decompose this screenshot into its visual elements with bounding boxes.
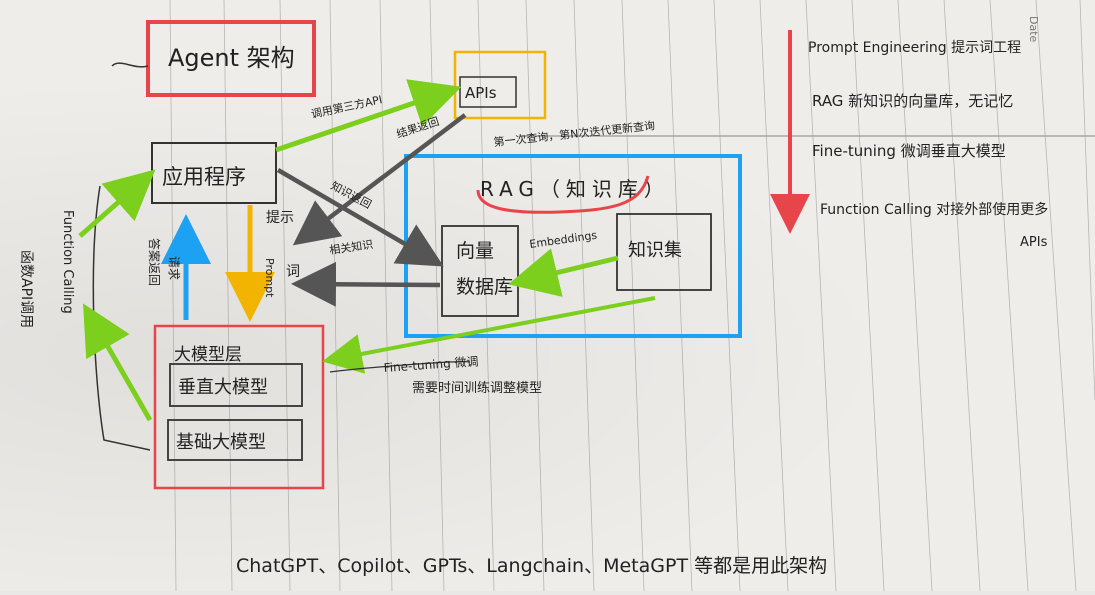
label-function-calling: Function Calling bbox=[60, 210, 75, 314]
vector-db-line2: 数据库 bbox=[456, 276, 513, 298]
finetuned-model-box bbox=[169, 363, 303, 407]
base-model-box bbox=[167, 419, 303, 461]
app-label: 应用程序 bbox=[162, 165, 246, 189]
label-prompt-1: 提示 bbox=[266, 210, 294, 226]
label-finetuning: Fine-tuning 微调 bbox=[383, 354, 479, 375]
agent-label: Agent 架构 bbox=[168, 44, 295, 72]
notes-list: Prompt Engineering 提示词工程 RAG 新知识的向量库，无记忆… bbox=[808, 40, 1048, 250]
label-related-knowledge: 相关知识 bbox=[328, 237, 374, 257]
vector-db-line1: 向量 bbox=[456, 240, 494, 262]
llm-layer-box bbox=[153, 324, 325, 490]
finetuned-model-label: 垂直大模型 bbox=[178, 377, 268, 398]
label-knowledge-return: 知识返回 bbox=[329, 178, 374, 211]
note-function-calling: Function Calling 对接外部使用更多 bbox=[820, 201, 1048, 218]
rag-underline bbox=[476, 175, 650, 214]
knowledge-set-label: 知识集 bbox=[628, 240, 682, 261]
app-to-apis-arrow bbox=[275, 79, 462, 153]
label-side-api: 函数API调用 bbox=[18, 250, 34, 328]
note-apis: APIs bbox=[1020, 235, 1048, 250]
note-prompt-engineering: Prompt Engineering 提示词工程 bbox=[808, 40, 1021, 56]
function-call-up-arrow bbox=[78, 169, 156, 238]
embeddings-arrow bbox=[508, 248, 619, 297]
label-prompt-2: Prompt bbox=[263, 258, 276, 298]
date-header: Date bbox=[1027, 16, 1040, 43]
embeddings-label: Embeddings bbox=[529, 229, 599, 251]
label-prompt-3: 词 bbox=[286, 264, 300, 280]
note-rag: RAG 新知识的向量库，无记忆 bbox=[812, 92, 1013, 110]
ruled-lines bbox=[169, 0, 1095, 592]
llm-layer-title: 大模型层 bbox=[174, 345, 242, 365]
app-to-vectordb-arrow bbox=[276, 168, 444, 267]
label-answer-return: 答案返回 bbox=[147, 238, 162, 286]
apis-return-arrow bbox=[292, 113, 467, 246]
finetuning-arrow bbox=[322, 296, 656, 374]
finetuning-bracket bbox=[329, 361, 471, 373]
apis-label: APIs bbox=[465, 84, 497, 102]
vectordb-return-arrow bbox=[291, 261, 441, 307]
knowledge-set-box bbox=[616, 213, 712, 291]
footer-text: ChatGPT、Copilot、GPTs、Langchain、MetaGPT 等… bbox=[236, 555, 827, 577]
agent-scribble bbox=[111, 62, 149, 68]
base-model-label: 基础大模型 bbox=[176, 432, 266, 453]
label-finetuning-sub: 需要时间训练调整模型 bbox=[412, 381, 542, 396]
function-calling-bracket bbox=[92, 185, 151, 451]
function-call-left-arrow bbox=[83, 303, 153, 422]
label-search: 第一次查询，第N次迭代更新查询 bbox=[493, 118, 656, 149]
agent-box bbox=[146, 20, 316, 97]
note-finetuning: Fine-tuning 微调垂直大模型 bbox=[812, 142, 1006, 160]
label-request: 请求 bbox=[167, 256, 181, 280]
